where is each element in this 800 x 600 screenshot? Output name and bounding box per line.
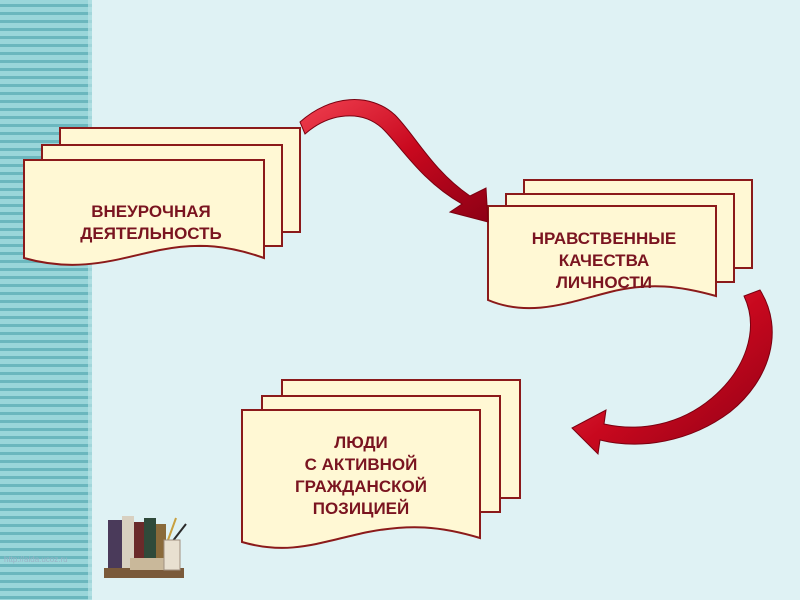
node-active-citizens-label: ЛЮДИ С АКТИВНОЙ ГРАЖДАНСКОЙ ПОЗИЦИЕЙ xyxy=(242,424,480,528)
edge-arrow-2 xyxy=(572,290,772,454)
node-extracurricular-label: ВНЕУРОЧНАЯ ДЕЯТЕЛЬНОСТЬ xyxy=(40,192,262,254)
sidebar-stripes xyxy=(0,0,92,600)
edge-arrow-1 xyxy=(300,100,488,222)
books-icon xyxy=(104,516,186,578)
node-moral-qualities-label: НРАВСТВЕННЫЕ КАЧЕСТВА ЛИЧНОСТИ xyxy=(490,222,718,300)
watermark-text: http://aida.ucoz.ru xyxy=(4,555,68,564)
